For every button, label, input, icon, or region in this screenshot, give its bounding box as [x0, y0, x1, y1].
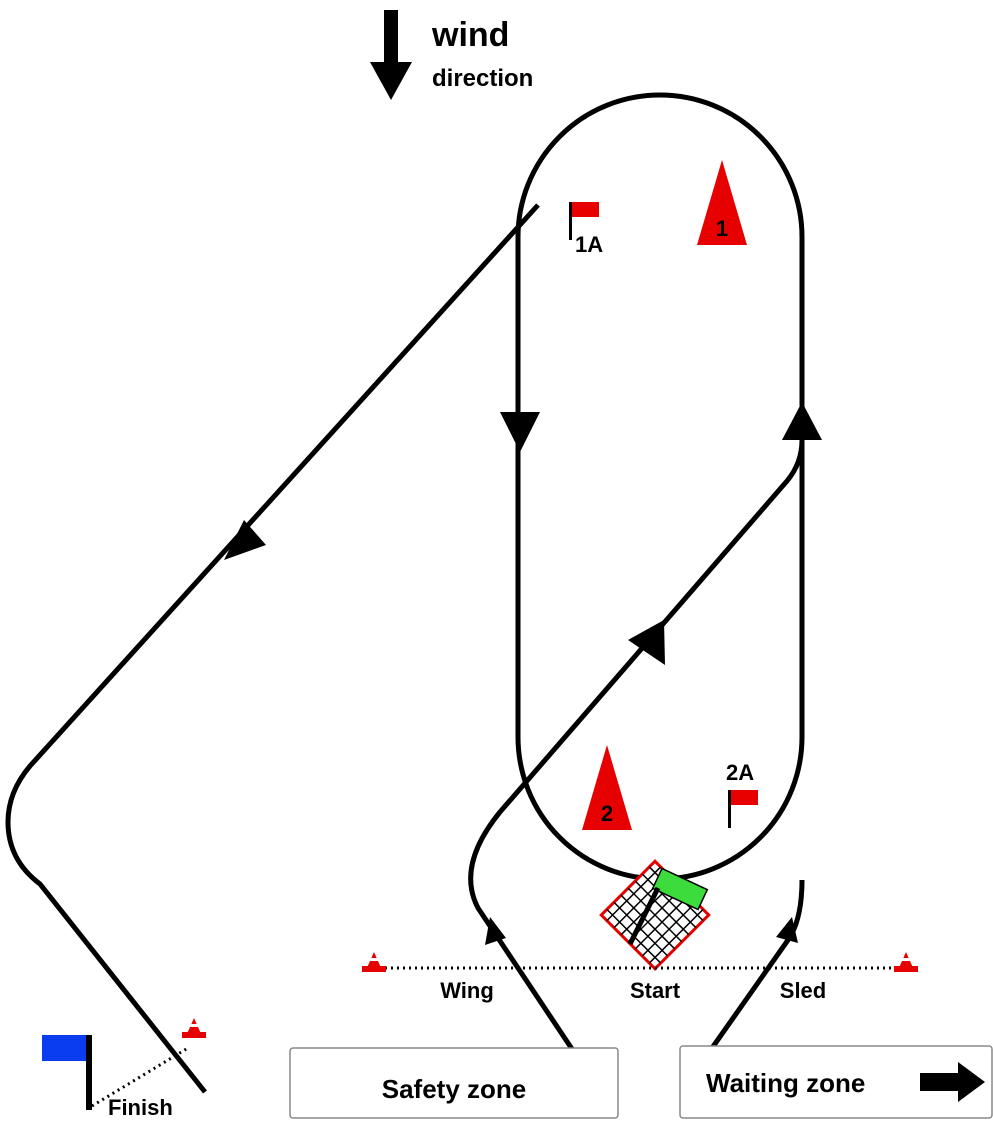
wind-direction-indicator: wind direction — [370, 10, 533, 100]
course-loop — [515, 92, 805, 882]
wind-title: wind — [431, 16, 509, 54]
finish-cone — [182, 1018, 206, 1038]
buoy-1-cone-icon — [697, 160, 747, 245]
wing-start-leg — [468, 439, 805, 1060]
buoy-2-cone-icon — [582, 745, 632, 830]
finish-area: Finish — [42, 1018, 206, 1120]
wind-arrow-head-icon — [370, 62, 412, 100]
sled-label: Sled — [780, 978, 826, 1003]
flag-1a-icon — [569, 202, 599, 217]
start-label: Start — [630, 978, 681, 1003]
safety-zone-box — [289, 1047, 619, 1119]
waiting-zone-label: Waiting zone — [706, 1068, 865, 1098]
right-start-cone — [894, 952, 918, 972]
return-arrow-icon — [224, 520, 266, 560]
wing-arrow-icon — [628, 620, 665, 665]
flag-1a: 1A — [569, 202, 603, 257]
finish-flag-icon — [42, 1035, 92, 1061]
buoy-1-label: 1 — [716, 216, 728, 241]
flag-2a-pole — [728, 790, 731, 828]
down-arrow-icon — [500, 412, 540, 452]
start-flag — [627, 867, 709, 946]
flag-1a-label: 1A — [575, 232, 603, 257]
start-flag-icon — [651, 867, 709, 911]
wind-arrow-shaft — [384, 10, 398, 66]
right-arrow-icon — [920, 1062, 985, 1102]
buoy-2: 2 — [582, 745, 632, 830]
flag-1a-pole — [569, 202, 572, 240]
finish-flag-pole — [86, 1035, 92, 1110]
finish-line — [91, 1046, 189, 1108]
waiting-zone-box — [679, 1045, 993, 1119]
return-leg — [5, 203, 540, 1094]
sled-entry-arrow-icon — [776, 917, 798, 943]
flag-2a-label: 2A — [726, 760, 754, 785]
safety-zone: Safety zone — [289, 1047, 619, 1119]
flag-2a: 2A — [726, 760, 758, 828]
up-arrow-icon — [782, 402, 822, 440]
wind-subtitle: direction — [432, 65, 533, 92]
left-start-cone — [362, 952, 386, 972]
wing-label: Wing — [440, 978, 494, 1003]
waiting-zone: Waiting zone — [679, 1045, 993, 1119]
buoy-2-label: 2 — [601, 801, 613, 826]
flag-2a-icon — [728, 790, 758, 805]
safety-zone-label: Safety zone — [382, 1074, 527, 1104]
wing-entry-arrow-icon — [485, 917, 506, 945]
start-flag-pole — [627, 886, 661, 946]
buoy-1: 1 — [697, 160, 747, 245]
finish-label: Finish — [108, 1095, 173, 1119]
